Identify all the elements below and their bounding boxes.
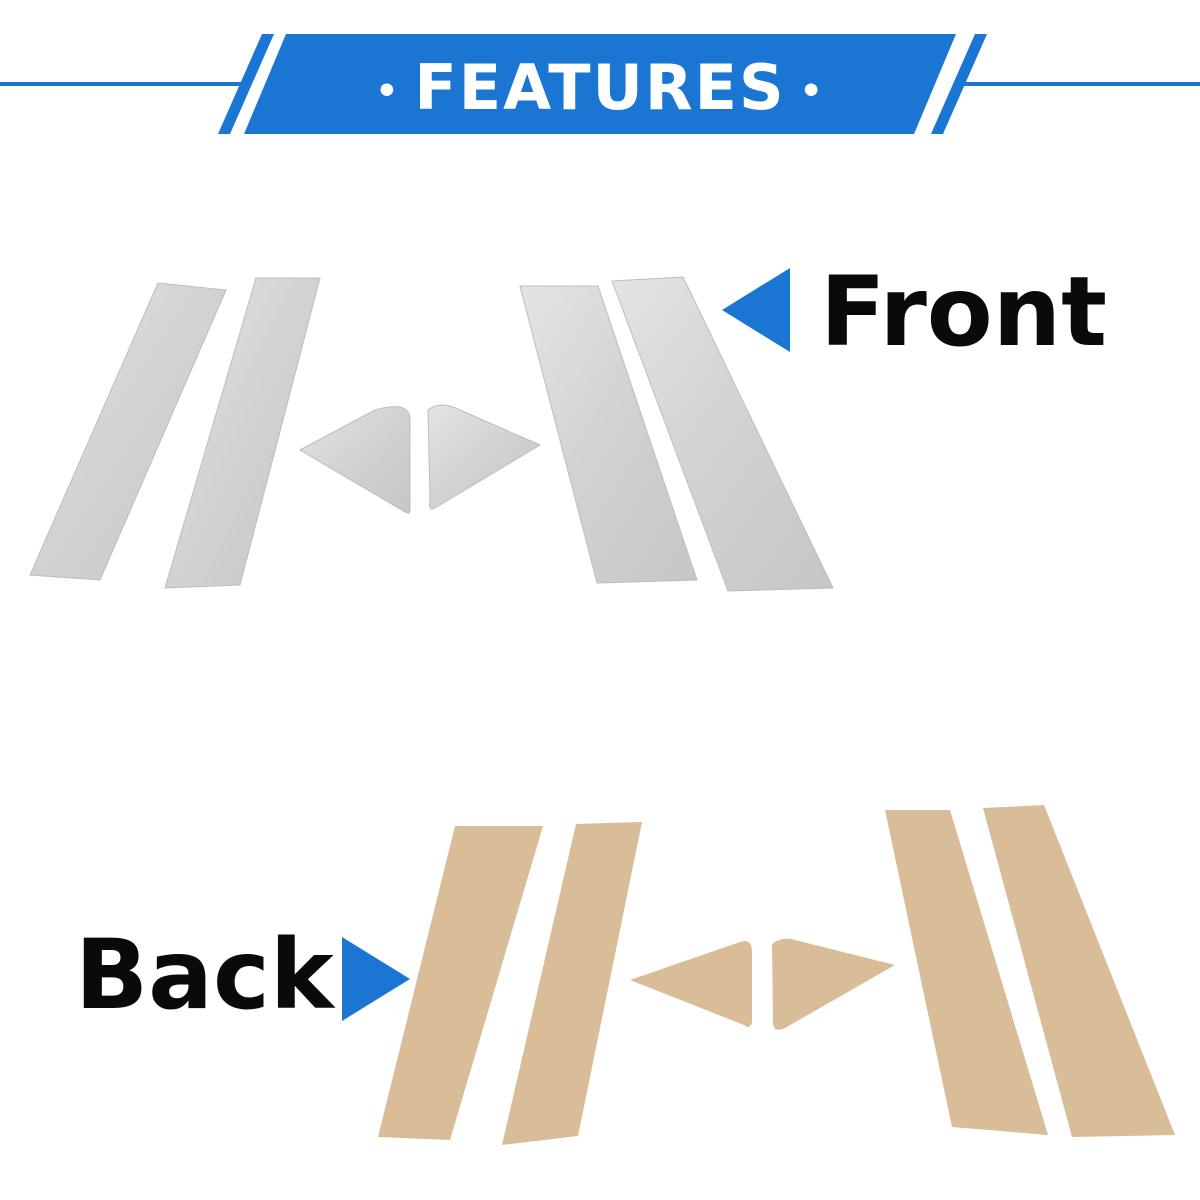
banner-dot-right: • — [799, 70, 825, 112]
back-pillar-panel-2 — [502, 822, 642, 1145]
banner-background — [244, 34, 956, 134]
front-panels — [29, 276, 834, 592]
front-pillar-panel-3 — [519, 285, 698, 584]
back-triangle-panel-right — [772, 938, 895, 1030]
front-triangle-panel-left — [298, 406, 411, 514]
features-banner — [0, 34, 1200, 134]
front-pillar-panel-2 — [164, 277, 321, 589]
back-panels — [378, 805, 1175, 1145]
front-triangle-panel-right — [427, 404, 542, 510]
banner-right-slash — [931, 34, 987, 134]
banner-dot-left: • — [375, 70, 401, 112]
blue-triangle-left-icon — [722, 268, 790, 352]
banner-title: FEATURES — [414, 51, 786, 124]
back-triangle-panel-left — [630, 941, 752, 1027]
front-pillar-panel-1 — [29, 282, 227, 581]
front-pillar-panel-4 — [611, 276, 834, 592]
back-pillar-panel-4 — [983, 805, 1175, 1137]
back-pillar-panel-1 — [378, 826, 543, 1140]
front-label: Front — [820, 256, 1107, 368]
banner-left-slash — [218, 34, 274, 134]
blue-triangle-right-icon — [342, 937, 410, 1021]
back-label: Back — [75, 919, 334, 1031]
back-pillar-panel-3 — [885, 810, 1048, 1135]
banner-title-row: • FEATURES • — [300, 48, 900, 128]
